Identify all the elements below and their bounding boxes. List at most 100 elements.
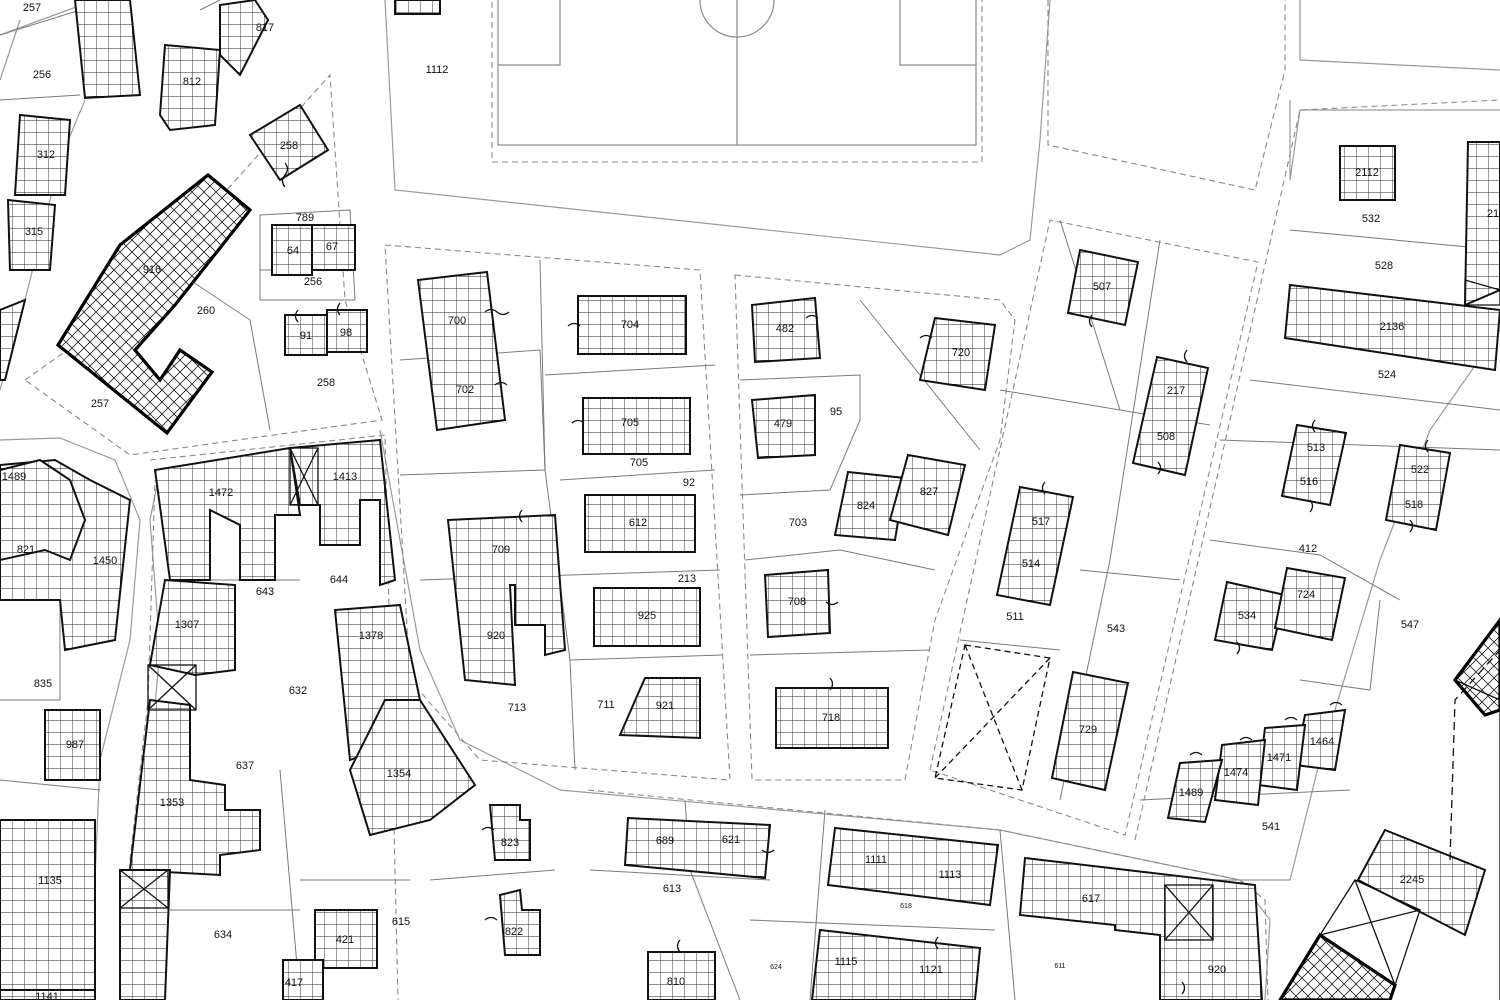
building bbox=[44, 709, 101, 781]
building bbox=[446, 513, 567, 687]
parcel-label: 1135 bbox=[38, 875, 62, 887]
parcel-label: 258 bbox=[317, 377, 335, 389]
parcel-label: 507 bbox=[1093, 281, 1111, 293]
parcel-label: 704 bbox=[621, 319, 639, 331]
building bbox=[888, 453, 967, 537]
parcel-label: 532 bbox=[1362, 213, 1380, 225]
parcel-label: 713 bbox=[508, 702, 526, 714]
building bbox=[623, 816, 772, 880]
building bbox=[577, 295, 687, 355]
parcel-label: 621 bbox=[722, 834, 740, 846]
parcel-label: 91 bbox=[300, 330, 312, 342]
parcel-label: 1115 bbox=[835, 956, 858, 968]
parcel-label: 1353 bbox=[160, 797, 184, 809]
building bbox=[498, 888, 541, 956]
parcel-label: 611 bbox=[1054, 963, 1065, 970]
building bbox=[153, 446, 302, 581]
parcel-label: 705 bbox=[621, 417, 639, 429]
parcel-label: 618 bbox=[900, 903, 912, 910]
building bbox=[128, 698, 261, 877]
parcel-label: 1450 bbox=[93, 555, 117, 567]
parcel-label: 511 bbox=[1006, 611, 1024, 623]
building bbox=[918, 316, 997, 392]
parcel-label: 644 bbox=[330, 574, 348, 586]
building bbox=[1050, 670, 1130, 792]
parcel-label: 1378 bbox=[359, 630, 383, 642]
parcel-label: 528 bbox=[1375, 260, 1393, 272]
building bbox=[0, 458, 87, 562]
building bbox=[826, 826, 1000, 907]
parcel-label: 1464 bbox=[1310, 736, 1334, 748]
parcel-label: 613 bbox=[663, 883, 681, 895]
building bbox=[314, 909, 378, 969]
parcel-label: 624 bbox=[770, 964, 782, 971]
parcel-label: 817 bbox=[256, 22, 274, 34]
parcel-label: 2112 bbox=[1355, 167, 1379, 179]
building bbox=[348, 699, 477, 837]
parcel-label: 421 bbox=[336, 934, 354, 946]
building bbox=[148, 578, 236, 677]
parcel-label: 1471 bbox=[1267, 752, 1291, 764]
parcel-label: 920 bbox=[487, 630, 505, 642]
building bbox=[775, 687, 889, 749]
parcel-label: 516 bbox=[1300, 476, 1318, 488]
parcel-label: 823 bbox=[501, 837, 519, 849]
parcel-label: 703 bbox=[789, 517, 807, 529]
parcel-label: 524 bbox=[1378, 369, 1396, 381]
building bbox=[593, 587, 701, 647]
building bbox=[6, 198, 57, 271]
building bbox=[73, 0, 142, 100]
building bbox=[750, 393, 816, 460]
parcel-label: 824 bbox=[857, 500, 875, 512]
building bbox=[1278, 932, 1397, 1000]
parcel-label: 827 bbox=[920, 486, 938, 498]
parcel-label: 822 bbox=[505, 926, 523, 938]
parcel-label: 67 bbox=[326, 241, 338, 253]
building bbox=[1273, 566, 1347, 642]
parcel-label: 612 bbox=[629, 517, 647, 529]
parcel-label: 637 bbox=[236, 760, 254, 772]
building bbox=[1452, 617, 1500, 717]
parcel-label: 522 bbox=[1411, 464, 1429, 476]
parcel-label: 702 bbox=[456, 384, 474, 396]
parcel-label: 1489 bbox=[2, 471, 26, 483]
parcel-label: 412 bbox=[1299, 543, 1317, 555]
parcel-label: 92 bbox=[683, 477, 695, 489]
parcel-label: 95 bbox=[830, 406, 842, 418]
building bbox=[833, 470, 907, 542]
parcel-label: 615 bbox=[392, 916, 410, 928]
building bbox=[0, 819, 96, 1000]
parcel-label: 987 bbox=[66, 739, 84, 751]
building bbox=[1384, 443, 1452, 532]
parcel-label: 417 bbox=[285, 977, 303, 989]
parcel-label: 2136 bbox=[1380, 321, 1404, 333]
parcel-label: 632 bbox=[289, 685, 307, 697]
building bbox=[248, 103, 330, 182]
parcel-label: 514 bbox=[1022, 558, 1040, 570]
building bbox=[584, 494, 696, 553]
building bbox=[158, 43, 222, 132]
parcel-label: 256 bbox=[33, 69, 51, 81]
building bbox=[1213, 738, 1267, 807]
building bbox=[1066, 248, 1140, 327]
building bbox=[0, 989, 96, 1000]
building bbox=[618, 677, 701, 740]
building bbox=[288, 438, 397, 587]
parcel-label: 711 bbox=[597, 699, 615, 711]
building bbox=[995, 485, 1075, 607]
parcel-label: 517 bbox=[1032, 516, 1050, 528]
building bbox=[282, 959, 324, 1000]
parcel-label: 213 bbox=[678, 573, 696, 585]
building bbox=[1339, 145, 1396, 201]
parcel-label: 1307 bbox=[175, 619, 199, 631]
building bbox=[219, 0, 270, 77]
parcel-label: 925 bbox=[638, 610, 656, 622]
parcel-label: 1354 bbox=[387, 768, 411, 780]
building bbox=[763, 568, 832, 639]
parcel-label: 64 bbox=[287, 245, 299, 257]
building bbox=[326, 309, 368, 353]
